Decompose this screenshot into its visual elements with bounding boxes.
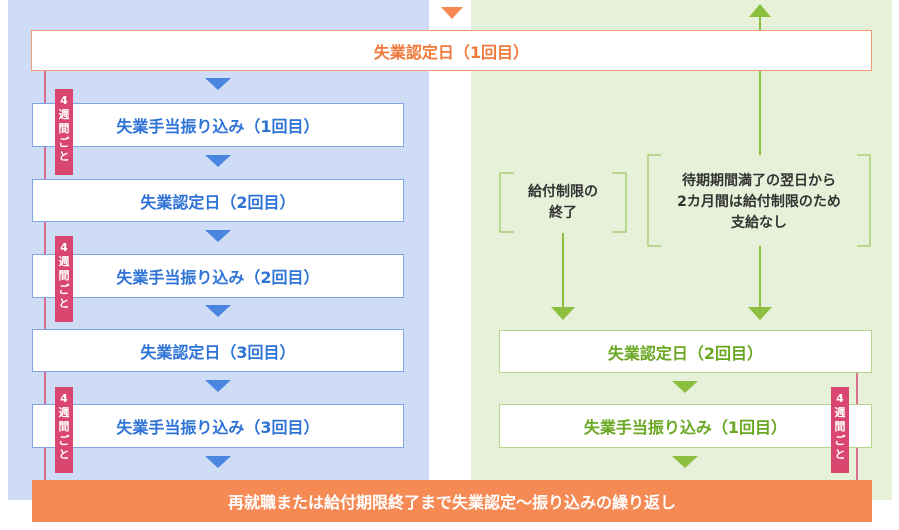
cycle-tag-2: 4 週 間 ご と [55,236,73,322]
waiting-period-bracket-right [857,154,871,247]
waiting-period-bracket-left [647,154,661,247]
right-flow-box-certification-2: 失業認定日（2回目） [499,330,872,373]
repeat-until-reemployment-bar: 再就職または給付期限終了まで失業認定〜振り込みの繰り返し [32,480,872,522]
left-flow-box-payment-2: 失業手当振り込み（2回目） [32,254,404,298]
down-arrow-6 [205,456,231,468]
cycle-tag-1: 4 週 間 ご と [55,89,73,175]
top-down-arrow [441,7,463,19]
right-certification-2-label: 失業認定日（2回目） [607,343,764,363]
waiting-period-arrow-head [748,307,772,320]
waiting-period-note: 待期期間満了の翌日から 2カ月間は給付制限のため 支給なし [677,172,841,231]
payment-2-label: 失業手当振り込み（2回目） [116,268,320,287]
right-flow-box-payment-1: 失業手当振り込み（1回目） [499,404,872,448]
restriction-end-bracket-right [612,172,627,233]
payment-1-label: 失業手当振り込み（1回目） [116,117,320,136]
certification-2-label: 失業認定日（2回目） [140,192,296,212]
up-arrow-head [749,4,771,17]
left-flow-box-payment-1: 失業手当振り込み（1回目） [32,103,404,147]
down-arrow-5 [205,380,231,392]
left-flow-box-certification-3: 失業認定日（3回目） [32,329,404,372]
restriction-end-note: 給付制限の 終了 [528,184,598,221]
right-down-arrow-2 [672,456,698,468]
down-arrow-3 [205,230,231,242]
down-arrow-2 [205,155,231,167]
cycle-tag-3: 4 週 間 ご と [55,387,73,473]
right-cycle-tag: 4 週 間 ご と [831,387,849,473]
certification-day-1-label: 失業認定日（1回目） [373,42,530,62]
restriction-end-arrow-head [551,307,575,320]
down-arrow-4 [205,305,231,317]
down-arrow-1 [205,78,231,90]
left-flow-box-certification-2: 失業認定日（2回目） [32,179,404,222]
certification-day-1-box: 失業認定日（1回目） [31,30,872,71]
left-flow-box-payment-3: 失業手当振り込み（3回目） [32,404,404,448]
right-down-arrow-1 [672,381,698,393]
certification-3-label: 失業認定日（3回目） [140,342,296,362]
right-payment-1-label: 失業手当振り込み（1回目） [583,418,788,437]
repeat-until-reemployment-label: 再就職または給付期限終了まで失業認定〜振り込みの繰り返し [227,493,676,512]
payment-3-label: 失業手当振り込み（3回目） [116,418,320,437]
restriction-end-bracket-left [499,172,514,233]
